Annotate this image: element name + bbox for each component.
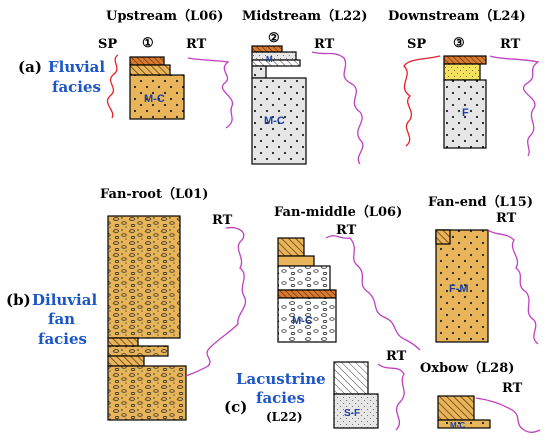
oxbow-title: Oxbow（L28) xyxy=(420,360,514,376)
midstream-layer-sand xyxy=(251,77,307,165)
fan-end-lith-label: F-M xyxy=(449,283,469,295)
upstream-layer-mud xyxy=(129,64,171,76)
panel-c-letter: (c) xyxy=(224,398,247,416)
upstream-column: Upstream（L06) SP ① RT M-C xyxy=(98,8,234,129)
fan-root-column: Fan-root（L01) RT xyxy=(100,186,247,421)
panel-a-title-line2: facies xyxy=(52,78,101,96)
lacustrine-rt-label: RT xyxy=(386,349,407,364)
downstream-rt-label: RT xyxy=(500,37,521,52)
oxbow-layer-mud xyxy=(437,395,475,421)
fan-root-rt-label: RT xyxy=(212,213,233,228)
midstream-layer-fine xyxy=(251,51,297,61)
midstream-column: Midstream（L22) ② RT M M-C xyxy=(242,8,367,165)
panel-a-letter: (a) xyxy=(18,58,42,76)
panel-c-well: (L22) xyxy=(266,410,303,424)
fan-end-layer-mud-overlay xyxy=(435,229,451,245)
oxbow-column: Oxbow（L28) RT M-C xyxy=(420,360,541,433)
panel-b-letter: (b) xyxy=(6,291,31,309)
fan-end-rt-curve xyxy=(487,229,539,345)
lacustrine-lith-label: S-F xyxy=(344,408,360,419)
fan-middle-layer-sand-thin xyxy=(277,255,315,267)
downstream-layer-top xyxy=(443,55,487,65)
panel-b-title-line1: Diluvial xyxy=(32,291,97,309)
oxbow-rt-label: RT xyxy=(502,381,523,396)
downstream-layer-silt xyxy=(443,63,481,81)
panel-c: (c) Lacustrine facies (L22) RT S-F xyxy=(224,349,407,431)
upstream-lith-label: M-C xyxy=(144,93,165,105)
fan-middle-layer-gravel xyxy=(277,265,331,291)
fan-root-title: Fan-root（L01) xyxy=(100,186,208,202)
panel-c-title-line1: Lacustrine xyxy=(236,370,326,388)
midstream-lith-label: M-C xyxy=(264,115,285,127)
upstream-rt-curve xyxy=(187,57,234,129)
downstream-layer-sand xyxy=(443,79,487,149)
lacustrine-rt-curve xyxy=(377,363,405,431)
fan-middle-layer-band xyxy=(277,289,337,299)
upstream-title: Upstream（L06) xyxy=(106,8,223,24)
panel-a: (a) Fluvial facies Upstream（L06) SP ① RT… xyxy=(18,8,540,165)
downstream-rt-curve xyxy=(489,55,540,157)
oxbow-layer-mc xyxy=(437,419,491,429)
oxbow-lith-label: M-C xyxy=(450,421,465,430)
fan-end-rt-label: RT xyxy=(496,211,517,226)
oxbow-rt-curve xyxy=(475,397,541,433)
fan-end-title: Fan-end（L15) xyxy=(428,194,533,210)
upstream-sp-curve xyxy=(106,54,119,119)
fan-end-layer-sand xyxy=(435,229,489,343)
midstream-layer-mud xyxy=(251,59,301,67)
upstream-rt-label: RT xyxy=(186,37,207,52)
downstream-title: Downstream（L24) xyxy=(388,8,526,24)
lacustrine-layer-mud xyxy=(333,361,369,395)
fan-middle-lith-label: M-C xyxy=(292,315,313,327)
fan-middle-layer-mud-top xyxy=(277,237,305,257)
fan-root-rt-curve xyxy=(185,226,247,377)
downstream-sp-curve xyxy=(403,55,441,147)
upstream-layer-top xyxy=(129,56,165,66)
downstream-lith-label: F xyxy=(462,107,469,119)
panel-c-title-line2: facies xyxy=(256,389,305,407)
midstream-rt-curve xyxy=(311,51,364,165)
panel-b: (b) Diluvial fan facies Fan-root（L01) RT… xyxy=(6,186,539,421)
lacustrine-layer-sf xyxy=(333,393,379,429)
fan-root-layer-gravel-lower xyxy=(107,365,187,421)
fan-root-layer-gravel-thin xyxy=(107,345,169,357)
midstream-number: ② xyxy=(268,31,280,46)
fan-root-layer-mud-2 xyxy=(107,355,145,367)
midstream-layer-top xyxy=(251,45,283,53)
fan-root-layer-mud-1 xyxy=(107,337,139,347)
downstream-sp-label: SP xyxy=(407,37,426,52)
panel-a-title-line1: Fluvial xyxy=(48,58,105,76)
upstream-sp-label: SP xyxy=(98,37,117,52)
panel-b-title-line2: fan xyxy=(48,310,75,328)
panel-b-title-line3: facies xyxy=(38,330,87,348)
fan-end-column: Fan-end（L15) RT F-M xyxy=(428,194,539,345)
fan-middle-layer-mc xyxy=(277,297,337,343)
downstream-number: ③ xyxy=(453,36,465,51)
fan-middle-column: Fan-middle（L06) RT M-C xyxy=(274,204,421,351)
fan-middle-rt-label: RT xyxy=(336,223,357,238)
midstream-rt-label: RT xyxy=(314,37,335,52)
fan-root-layer-gravel-upper xyxy=(107,215,181,339)
upstream-layer-sand xyxy=(129,74,185,120)
downstream-column: Downstream（L24) SP ③ RT F xyxy=(388,8,540,157)
upstream-number: ① xyxy=(142,36,154,51)
midstream-layer-lens xyxy=(251,65,267,79)
midstream-lith-label-top: M xyxy=(266,55,273,64)
midstream-title: Midstream（L22) xyxy=(242,8,367,24)
fan-middle-rt-curve xyxy=(325,235,421,351)
fan-middle-title: Fan-middle（L06) xyxy=(274,204,402,220)
